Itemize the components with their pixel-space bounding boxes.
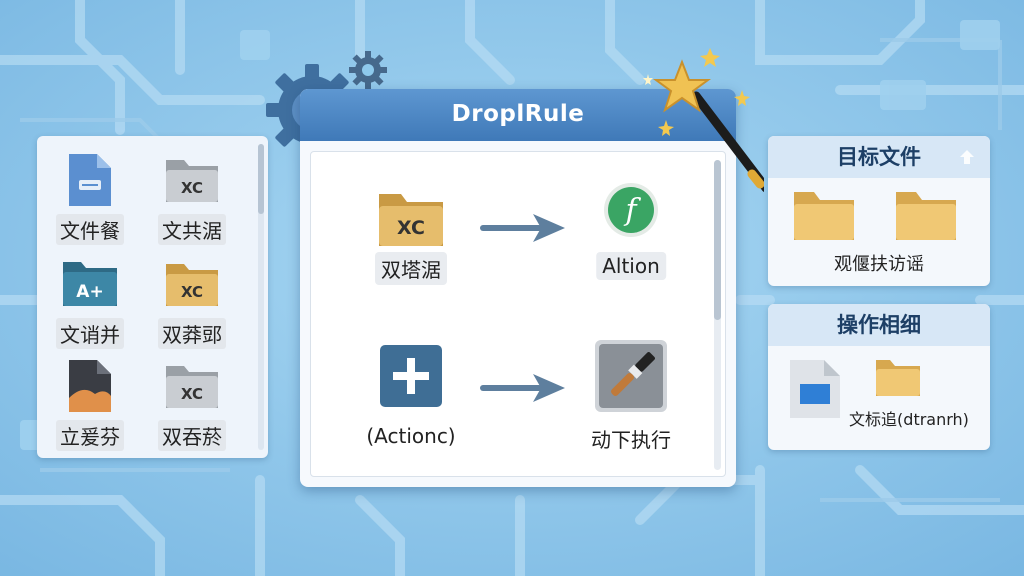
plus-icon bbox=[380, 345, 442, 407]
arrow-right-icon bbox=[480, 214, 565, 242]
rule-action-label: 动下执行 bbox=[591, 428, 671, 452]
file-label: 文诮并 bbox=[56, 318, 124, 349]
xc-folder-icon: XC bbox=[166, 160, 218, 202]
rule-action-node[interactable]: f Altion bbox=[581, 172, 681, 280]
panel-title: 目标文件 bbox=[768, 136, 990, 178]
arrow-right-icon bbox=[480, 374, 565, 402]
file-preview-icon[interactable] bbox=[784, 358, 846, 420]
file-item[interactable]: A+ 文诮并 bbox=[45, 256, 135, 349]
svg-text:A+: A+ bbox=[76, 282, 103, 302]
xc-folder-icon: XC bbox=[166, 264, 218, 306]
rule-source-node[interactable]: XC 双塔涺 bbox=[361, 172, 461, 285]
gear-icon bbox=[349, 51, 387, 89]
file-label: 立爰芬 bbox=[56, 420, 124, 451]
file-label: 双吞菸 bbox=[158, 420, 226, 451]
scrollbar-track[interactable] bbox=[258, 144, 264, 450]
font-folder-icon: A+ bbox=[63, 262, 117, 306]
rule-action-label: Altion bbox=[596, 252, 666, 280]
window-title: DroplRule bbox=[451, 101, 585, 127]
svg-text:XC: XC bbox=[181, 283, 203, 301]
rule-source-label: 双塔涺 bbox=[375, 252, 447, 285]
file-label: 文件餐 bbox=[56, 214, 124, 245]
rule-action-node[interactable]: 动下执行 bbox=[581, 332, 681, 452]
document-icon bbox=[69, 154, 111, 206]
file-list-panel: 文件餐 XC 文共涺 A+ 文诮并 XC 双莽郖 bbox=[37, 136, 268, 458]
file-label: 文共涺 bbox=[158, 214, 226, 245]
xc-folder-icon: XC bbox=[379, 194, 443, 246]
folder-icon[interactable] bbox=[874, 356, 922, 398]
pin-icon[interactable] bbox=[958, 148, 976, 166]
file-item[interactable]: XC 双吞菸 bbox=[147, 358, 237, 451]
operation-label: 文标追(dtranrh) bbox=[849, 410, 969, 429]
rule-canvas: XC 双塔涺 f Altion (Actionc) bbox=[310, 151, 726, 477]
rule-source-label: (Actionc) bbox=[366, 424, 456, 448]
magic-wand-icon bbox=[643, 48, 764, 193]
rule-editor-window: DroplRule XC 双塔涺 f Altion bbox=[300, 89, 736, 487]
file-item[interactable]: 文件餐 bbox=[45, 152, 135, 245]
rule-source-node[interactable]: (Actionc) bbox=[361, 332, 461, 448]
file-item[interactable]: 立爰芬 bbox=[45, 358, 135, 451]
brush-icon bbox=[595, 340, 667, 412]
file-label: 双莽郖 bbox=[158, 318, 226, 349]
folder-icon[interactable] bbox=[894, 186, 958, 242]
scrollbar-thumb[interactable] bbox=[258, 144, 264, 214]
svg-text:XC: XC bbox=[181, 179, 203, 197]
folder-icon[interactable] bbox=[792, 186, 856, 242]
target-files-panel: 目标文件 观偃扶访谣 bbox=[768, 136, 990, 286]
operation-details-panel: 操作相细 文标追(dtranrh) bbox=[768, 304, 990, 450]
function-icon: f bbox=[604, 183, 658, 237]
xc-folder-icon: XC bbox=[166, 366, 218, 408]
svg-text:XC: XC bbox=[181, 385, 203, 403]
file-item[interactable]: XC 文共涺 bbox=[147, 152, 237, 245]
scrollbar-thumb[interactable] bbox=[714, 160, 721, 320]
image-file-icon bbox=[69, 360, 111, 412]
panel-title: 操作相细 bbox=[768, 304, 990, 346]
file-item[interactable]: XC 双莽郖 bbox=[147, 256, 237, 349]
svg-text:XC: XC bbox=[397, 217, 425, 239]
target-label: 观偃扶访谣 bbox=[834, 254, 924, 275]
